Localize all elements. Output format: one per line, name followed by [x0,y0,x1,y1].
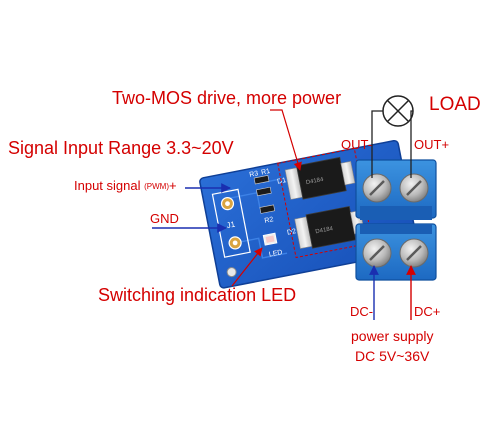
terminal-block-input [355,223,437,281]
label-dc-minus: DC- [350,304,374,319]
silk-d2: D2 [287,228,297,237]
terminal-block-output [355,159,437,220]
label-signal-range: Signal Input Range 3.3~20V [8,138,234,158]
resistor-r1 [256,186,272,197]
silk-d1: D1 [277,177,287,186]
resistor-r2 [259,204,276,214]
header-pin-hole [225,201,230,207]
label-load: LOAD [429,94,481,115]
load-wire-plus [410,110,413,178]
load-lamp-icon [382,95,414,127]
load-wire-minus [371,110,383,178]
callout-mosfet [270,109,302,171]
silk-r1: R1 [261,168,271,177]
silk-led: LED [268,249,283,258]
label-out-minus: OUT- [341,137,373,152]
label-two-mos: Two-MOS drive, more power [112,88,342,108]
callout-led [231,247,263,287]
resistor-r3 [253,175,270,185]
label-dc-range: DC 5V~36V [355,348,430,364]
label-input-signal-plus: + [169,178,177,193]
header-pin-hole [232,240,238,246]
silk-r2: R2 [264,216,274,225]
status-led-lens [265,235,275,243]
silk-j1: J1 [226,220,237,231]
mosfet-bottom: D4184 [294,205,365,249]
label-gnd: GND [150,211,179,226]
label-power-supply: power supply [351,328,434,344]
label-out-plus: OUT+ [414,137,450,152]
label-input-signal-text: Input signal [74,178,145,193]
label-switch-led: Switching indication LED [98,285,297,305]
chip-marking-bottom: D4184 [315,226,334,235]
label-input-signal: Input signal (PWM)+ [74,179,177,192]
label-input-signal-pwm: (PWM) [144,182,169,191]
mounting-hole [226,267,237,278]
mosfet-top: D4184 [284,156,356,200]
chip-marking-top: D4184 [305,177,324,186]
label-dc-plus: DC+ [414,304,441,319]
silk-r3: R3 [249,170,259,179]
